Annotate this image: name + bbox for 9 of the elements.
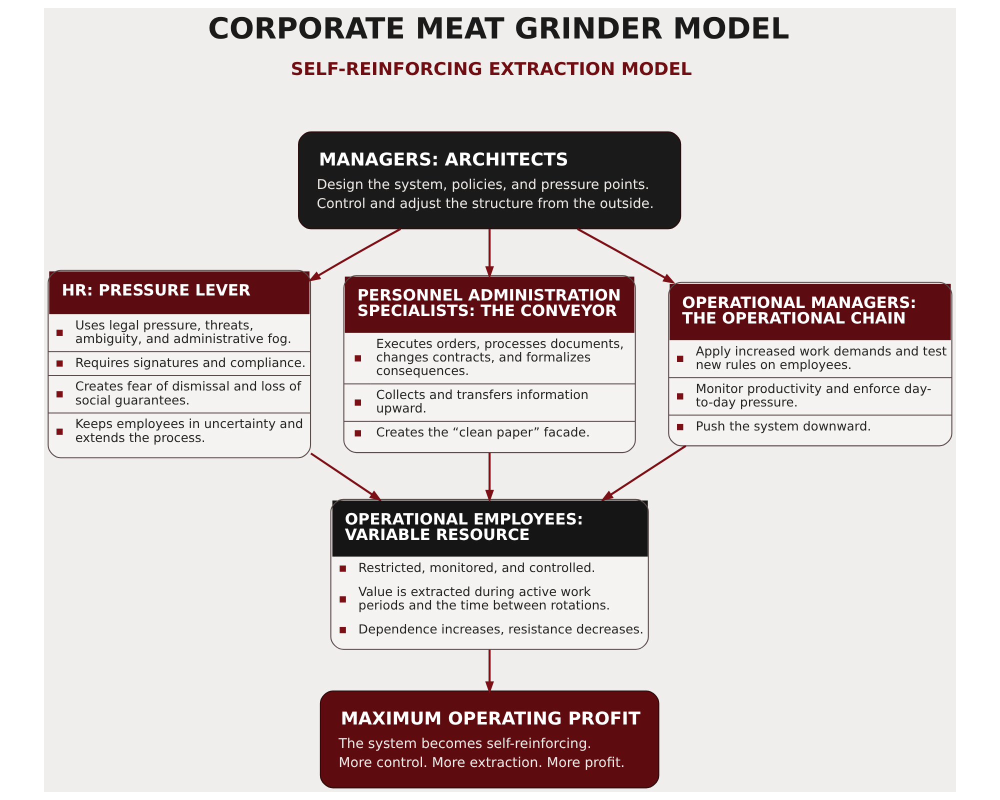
label: SELF-REINFORCING EXTRACTION MODEL <box>290 60 692 80</box>
arrow <box>485 452 494 502</box>
arrow <box>310 452 382 502</box>
arrow <box>308 228 402 282</box>
arrow <box>485 650 494 694</box>
arrow <box>577 228 676 284</box>
diagram-title: CORPORATE MEAT GRINDER MODEL <box>208 12 790 46</box>
arrow <box>485 229 494 279</box>
arrow <box>600 445 686 502</box>
